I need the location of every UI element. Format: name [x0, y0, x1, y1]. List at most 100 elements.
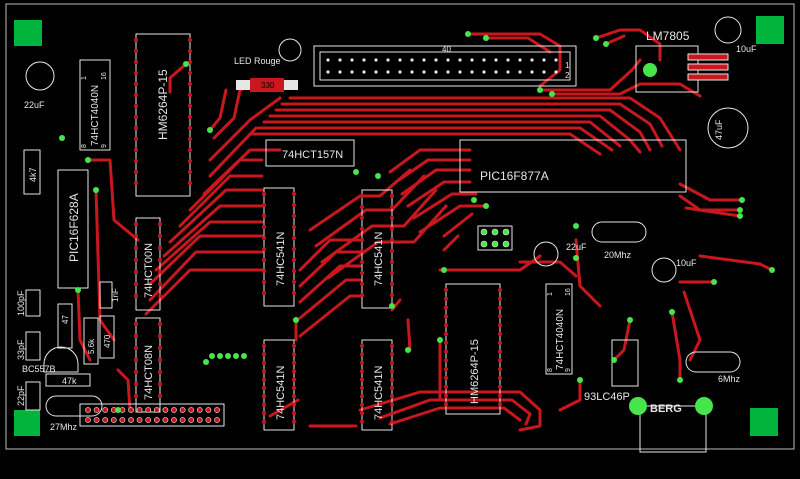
chip-pin: [262, 411, 266, 416]
idc-connector-inner: [319, 51, 571, 81]
ic74hct00n-label: 74HCT00N: [143, 243, 155, 298]
r56k-outline: [83, 317, 99, 365]
idc-pin: [542, 70, 546, 74]
cap10uf-a-outline: [714, 16, 742, 44]
chip-pin: [158, 234, 162, 238]
header-pin: [188, 417, 195, 423]
chip-pin: [292, 344, 296, 348]
header-pin: [179, 407, 186, 413]
chip-pin: [262, 369, 266, 374]
vias: [59, 31, 775, 413]
chip-pin: [390, 293, 394, 297]
idc-pin: [470, 58, 474, 62]
header-pin: [93, 407, 100, 413]
chip-pin: [262, 402, 266, 407]
chip-pin: [444, 314, 448, 319]
chip-pin: [292, 192, 296, 196]
ic4040-a-pin8-label: 8: [81, 144, 88, 148]
chip-pin: [188, 115, 192, 119]
res4k7-outline: [23, 149, 41, 195]
chip-pin: [444, 296, 448, 301]
cap1nf-label: 1nF: [111, 288, 120, 302]
idc-pin: [386, 58, 390, 62]
chip-pin: [134, 71, 138, 75]
chip-pin: [134, 282, 138, 286]
ic4040-a-pin1-label: 1: [81, 76, 88, 80]
chip-pin: [134, 93, 138, 97]
pic16f877a-label: PIC16F877A: [480, 169, 549, 183]
chip-pin: [444, 340, 448, 345]
idc-pin: [374, 70, 378, 74]
idc-pin: [362, 58, 366, 62]
hm6264-a-label: HM6264P-15: [156, 69, 170, 140]
header-pin: [196, 407, 203, 413]
corner-pad-top-right: [756, 16, 784, 44]
chip-pin: [390, 419, 394, 424]
chip-pin: [498, 296, 502, 301]
hm6264-b-outline: [445, 283, 501, 415]
idc-pin: [350, 70, 354, 74]
chip-pin: [444, 367, 448, 372]
chip-pin: [158, 358, 162, 362]
chip-pin: [292, 269, 296, 273]
pic16f628a-label: PIC16F628A: [67, 193, 81, 262]
chip-pin: [188, 104, 192, 108]
chip-pin: [292, 236, 296, 240]
chip-pin: [390, 194, 394, 198]
header-pins: [85, 407, 220, 423]
chip-pin: [360, 411, 364, 416]
res4k7-label: 4k7: [28, 167, 38, 182]
chip-pin: [292, 386, 296, 390]
chip-pin: [360, 352, 364, 357]
r47k-outline: [45, 373, 91, 387]
header-pin: [162, 417, 169, 423]
ic74hct4040n-a-outline: [79, 59, 111, 151]
chip-pin: [134, 159, 138, 163]
idc-pin: [326, 58, 330, 62]
header-pin: [93, 417, 100, 423]
chip-pin: [390, 377, 394, 382]
chip-pin: [360, 238, 364, 242]
xtal27mhz-outline: [45, 395, 103, 417]
header-pin: [102, 407, 109, 413]
chip-pin: [360, 282, 364, 286]
chip-pin: [262, 247, 266, 251]
chip-pin: [262, 258, 266, 262]
chip-pin: [292, 291, 296, 295]
chip-pin: [360, 293, 364, 297]
chip-pin: [444, 393, 448, 398]
chip-pin: [262, 269, 266, 273]
idc-pin: [350, 58, 354, 62]
chip-pin: [188, 71, 192, 75]
cap22pf-outline: [25, 381, 41, 411]
idc-pin: [398, 58, 402, 62]
header-pin: [171, 417, 177, 423]
chip-pin: [262, 344, 266, 348]
connector-pin1-label: 1: [565, 61, 570, 70]
idc-pin: [338, 70, 342, 74]
header-pin: [102, 417, 109, 423]
chip-pin: [292, 419, 296, 424]
chip-pin: [188, 170, 192, 174]
chip-pin: [292, 411, 296, 416]
pic16f877a-outline: [459, 139, 687, 193]
chip-pin: [444, 323, 448, 328]
chip-pin: [498, 305, 502, 310]
chip-pin: [134, 38, 138, 42]
chip-pin: [292, 280, 296, 284]
chip-pin: [444, 305, 448, 310]
lm7805-mount-pad: [643, 63, 657, 77]
cap1nf-outline: [99, 281, 113, 309]
cap22uf-left-outline: [25, 61, 55, 91]
chip-pin: [498, 384, 502, 389]
idc-pin: [494, 70, 498, 74]
r330-band: [250, 78, 284, 92]
chip-pin: [390, 386, 394, 390]
idc-pin: [434, 58, 438, 62]
cap47uf-outline: [707, 107, 749, 149]
chip-pin: [360, 360, 364, 365]
chip-pin: [262, 291, 266, 295]
idc-pin: [518, 70, 522, 74]
ic74hc541n-d-outline: [361, 339, 393, 431]
cap100pf-outline: [25, 289, 41, 317]
